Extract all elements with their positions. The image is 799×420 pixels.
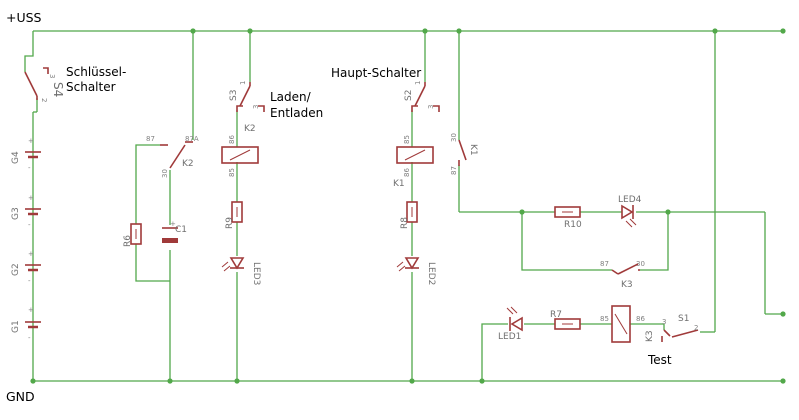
- k3-contact: [611, 263, 640, 275]
- ref-r7: R7: [550, 310, 562, 320]
- pin-s1-2: 2: [694, 324, 698, 332]
- ref-led1: LED1: [498, 332, 521, 342]
- pin-numbers: 3 2 + - + - + - + - 87 87A 30 + 86 85 1 …: [28, 74, 698, 342]
- led1: [506, 306, 523, 332]
- pin-k1-85: 85: [403, 135, 411, 144]
- pin-s4-3: 3: [48, 74, 56, 78]
- s2-switch: [411, 82, 440, 112]
- pin-k3-30: 30: [636, 260, 645, 268]
- resistor-r10: [554, 206, 581, 218]
- ref-s2: S2: [404, 90, 414, 101]
- pin-k2-30: 30: [161, 169, 169, 178]
- led4: [621, 204, 637, 228]
- pin-s2-3: 3: [427, 105, 435, 109]
- ref-k1-coil: K1: [393, 179, 405, 189]
- labels: +USS GND Schlüssel- Schalter Laden/ Entl…: [6, 10, 672, 404]
- key-switch-label-line2: Schalter: [66, 80, 116, 94]
- pin-s2-1: 1: [414, 81, 422, 85]
- battery-g3: [25, 208, 41, 216]
- relay-k2-coil: [221, 146, 259, 164]
- pin-k1-87: 87: [450, 166, 458, 175]
- relay-k3-coil: [611, 305, 631, 343]
- ref-g3: G3: [11, 207, 21, 220]
- k1-contact: [458, 139, 467, 166]
- pin-k3-85: 85: [600, 315, 609, 323]
- relay-k1-coil: [396, 146, 434, 164]
- ref-s1: S1: [678, 314, 689, 324]
- wires: [24, 30, 783, 382]
- ref-k2-coil: K2: [244, 124, 256, 134]
- charge-label-line2: Entladen: [270, 106, 323, 120]
- ref-k2-contact: K2: [182, 159, 194, 169]
- test-label: Test: [647, 353, 672, 367]
- pin-k2-86: 86: [228, 135, 236, 144]
- s1-switch: [661, 329, 699, 342]
- pin-k2-85: 85: [228, 168, 236, 177]
- gnd-rail-label: GND: [6, 389, 35, 404]
- ref-r6: R6: [123, 235, 133, 247]
- pin-s1-3: 3: [662, 318, 666, 326]
- pin-g4-minus: -: [28, 164, 31, 172]
- led3: [221, 257, 245, 272]
- pin-k2-87: 87: [146, 135, 155, 143]
- pin-k2-87a: 87A: [185, 135, 199, 143]
- ref-r10: R10: [564, 220, 582, 230]
- ref-led4: LED4: [618, 195, 642, 205]
- pin-k3-86: 86: [636, 315, 645, 323]
- reference-designators: S4 G4 G3 G2 G1 K2 R6 C1 S3 K2 R9 LED3 S2…: [11, 82, 689, 342]
- pin-g1-plus: +: [28, 306, 34, 314]
- battery-g1: [25, 321, 41, 329]
- vcc-rail-label: +USS: [6, 10, 42, 25]
- resistor-r8: [406, 201, 418, 223]
- pin-s3-1: 1: [239, 81, 247, 85]
- capacitor-c1: [162, 227, 178, 243]
- battery-g4: [25, 151, 41, 159]
- pin-k1-86: 86: [403, 168, 411, 177]
- ref-k3-coil: K3: [645, 330, 655, 342]
- pin-k3-87: 87: [600, 260, 609, 268]
- pin-g4-plus: +: [28, 137, 34, 145]
- resistor-r6: [130, 223, 142, 245]
- resistor-r9: [231, 201, 243, 223]
- ref-c1: C1: [175, 225, 187, 235]
- ref-s3: S3: [229, 90, 239, 101]
- pin-g3-plus: +: [28, 194, 34, 202]
- pin-g2-minus: -: [28, 277, 31, 285]
- ref-s4: S4: [51, 82, 65, 97]
- battery-g2: [25, 264, 41, 272]
- ref-led3: LED3: [251, 262, 261, 285]
- ref-r9: R9: [225, 217, 235, 229]
- pin-g1-minus: -: [28, 334, 31, 342]
- pin-c1-plus: +: [170, 220, 176, 228]
- ref-k3-contact: K3: [621, 280, 633, 290]
- pin-s4-2: 2: [40, 98, 48, 102]
- s3-switch: [236, 82, 265, 112]
- main-switch-label: Haupt-Schalter: [331, 66, 421, 80]
- s4-top-wire: [24, 31, 34, 72]
- junctions: [30, 28, 786, 384]
- ref-g4: G4: [11, 151, 21, 164]
- pin-s3-3: 3: [252, 105, 260, 109]
- k2-contact: [160, 141, 193, 169]
- s4-switch: [24, 67, 49, 100]
- pin-g2-plus: +: [28, 250, 34, 258]
- pin-k1-30: 30: [450, 133, 458, 142]
- charge-label-line1: Laden/: [270, 90, 312, 104]
- ref-k1-contact: K1: [468, 144, 478, 156]
- pin-g3-minus: -: [28, 221, 31, 229]
- ref-g1: G1: [11, 320, 21, 333]
- led2: [396, 257, 420, 272]
- key-switch-label-line1: Schlüssel-: [66, 65, 126, 79]
- resistor-r7: [554, 318, 581, 330]
- ref-r8: R8: [400, 217, 410, 229]
- ref-g2: G2: [11, 263, 21, 276]
- ref-led2: LED2: [426, 262, 436, 285]
